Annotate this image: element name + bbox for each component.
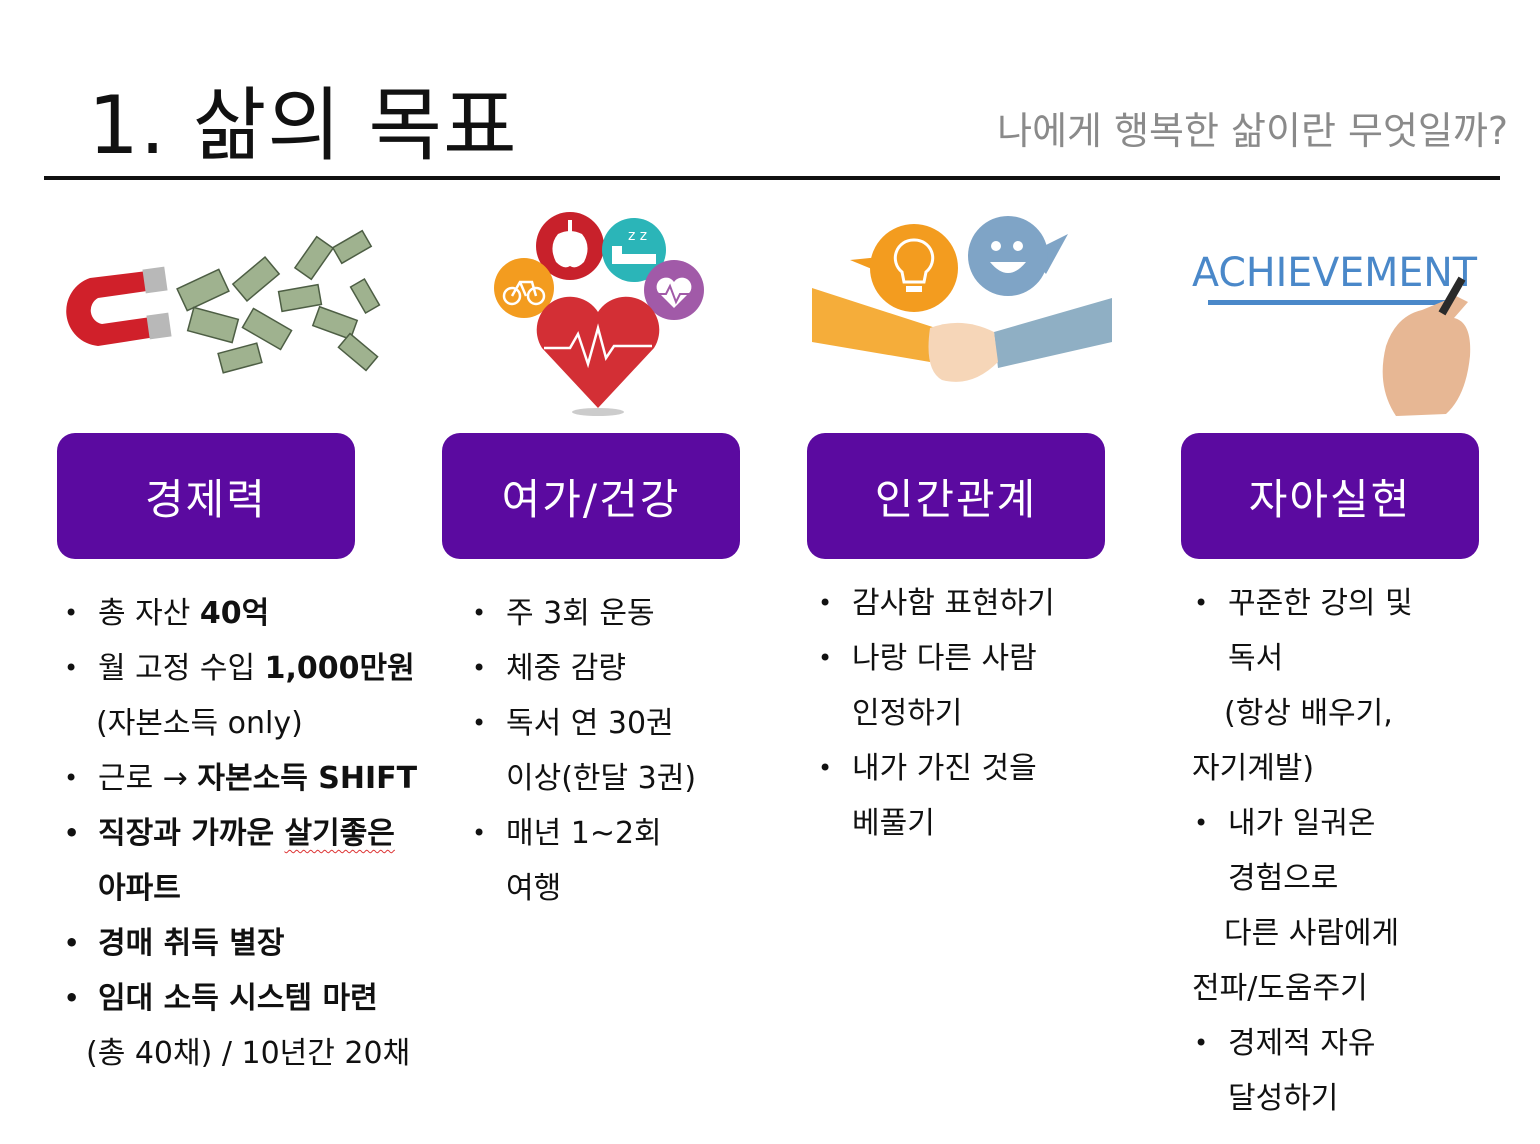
list-item-continuation: 여행 [506,871,562,906]
achievement-underline [1208,300,1460,305]
handshake-icon [812,288,1112,382]
handshake-illustration [812,212,1112,392]
list-item: 내가 일궈온 [1188,796,1413,851]
heart-pulse-icon [644,260,704,320]
list-item: 나랑 다른 사람 [812,631,1055,686]
list-item-continuation: 이상(한달 3권) [506,761,697,796]
list-item-continuation: 경험으로 [1228,861,1339,896]
list-item: 경제적 자유 [1188,1016,1413,1071]
hand-icon [1382,276,1471,416]
list-item: 독서 연 30권 [466,696,696,751]
list-item: 근로 → 자본소득 SHIFT [58,751,417,806]
list-item-continuation: 아파트 [98,871,181,906]
list-item: 감사함 표현하기 [812,576,1055,631]
leisure-health-goals-list: 주 3회 운동 체중 감량 독서 연 30권 이상(한달 3권) 매년 1~2회… [466,586,696,916]
list-item: 월 고정 수입 1,000만원 [58,641,417,696]
category-economic: 경제력 [57,433,355,559]
heart-icon [536,296,660,416]
svg-text:z z: z z [628,228,647,244]
list-item: 매년 1~2회 [466,806,696,861]
category-self-realization: 자아실현 [1181,433,1479,559]
relationship-goals-list: 감사함 표현하기 나랑 다른 사람 인정하기 내가 가진 것을 베풀기 [812,576,1055,851]
list-item-continuation: 베풀기 [852,806,935,841]
list-item: 내가 가진 것을 [812,741,1055,796]
list-item-continuation: (총 40채) / 10년간 20채 [86,1036,411,1071]
page-title: 1. 삶의 목표 [88,79,518,172]
dollar-bills-icon [176,229,381,374]
list-item-continuation: 달성하기 [1228,1081,1339,1116]
list-item-continuation: (자본소득 only) [96,706,303,741]
category-relationships: 인간관계 [807,433,1105,559]
health-illustration: z z [488,208,710,416]
achievement-illustration: ACHIEVEMENT [1186,236,1486,416]
category-leisure-health: 여가/건강 [442,433,740,559]
list-item: 총 자산 40억 [58,586,417,641]
achievement-word: ACHIEVEMENT [1192,250,1478,296]
magnet-icon [66,266,172,346]
bicycle-icon [494,258,554,318]
apple-icon [536,212,604,280]
list-item-continuation: 자기계발) [1192,751,1315,786]
list-item: 꾸준한 강의 및 [1188,576,1413,631]
page-subtitle: 나에게 행복한 삶이란 무엇일까? [997,109,1508,153]
list-item-continuation: 전파/도움주기 [1192,971,1368,1006]
list-item-continuation: (항상 배우기, [1224,696,1393,731]
sleep-icon: z z [602,218,666,282]
self-realization-goals-list: 꾸준한 강의 및 독서 (항상 배우기, 자기계발) 내가 일궈온 경험으로 다… [1188,576,1413,1126]
magnet-money-illustration [40,218,385,388]
list-item: 직장과 가까운 살기좋은 [58,806,417,861]
title-divider [44,176,1500,180]
list-item: 주 3회 운동 [466,586,696,641]
smiley-icon [968,216,1068,296]
list-item-continuation: 다른 사람에게 [1224,916,1400,951]
list-item-continuation: 독서 [1228,641,1284,676]
economic-goals-list: 총 자산 40억 월 고정 수입 1,000만원 (자본소득 only) 근로 … [58,586,417,1081]
list-item-continuation: 인정하기 [852,696,963,731]
list-item: 임대 소득 시스템 마련 [58,971,417,1026]
list-item: 경매 취득 별장 [58,916,417,971]
list-item: 체중 감량 [466,641,696,696]
lightbulb-icon [850,224,958,312]
